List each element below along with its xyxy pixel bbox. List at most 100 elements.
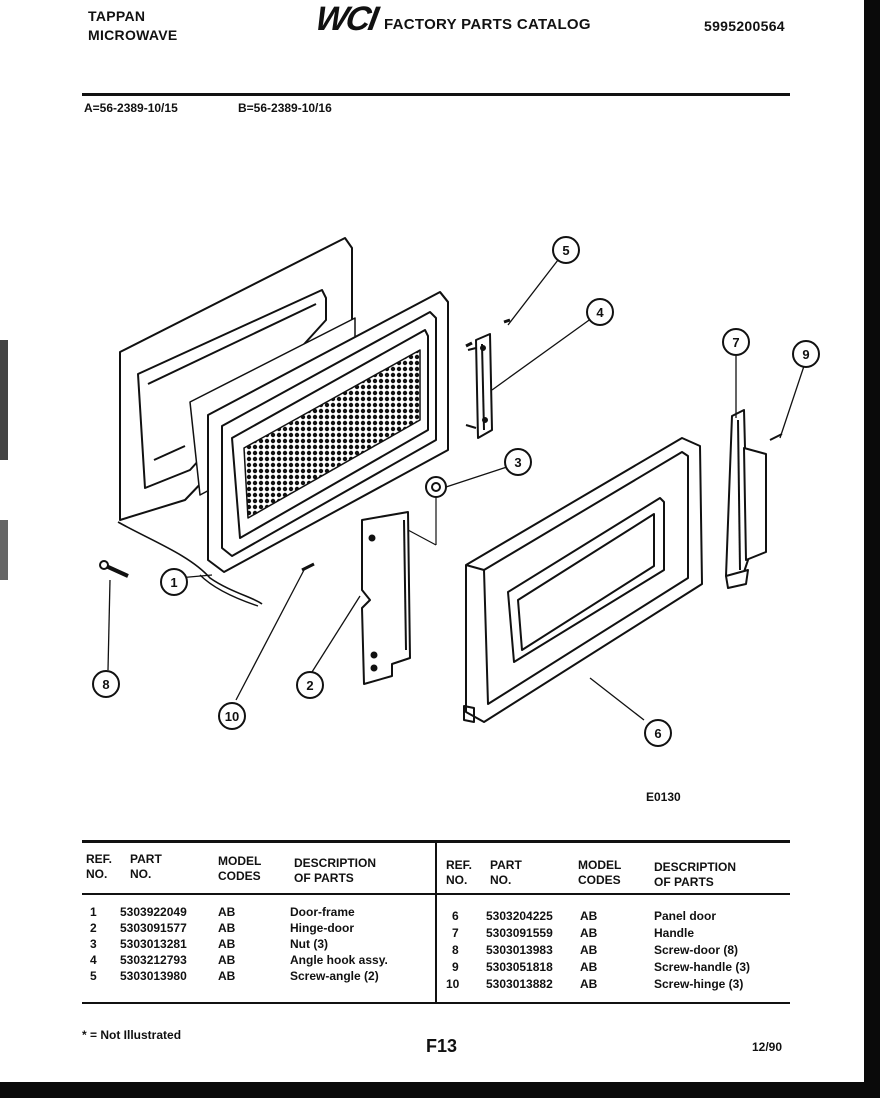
ref-cell: 7 (452, 926, 459, 940)
header-ref-no: REF.NO. (86, 852, 113, 881)
table-row: 6 5303204225 AB Panel door (446, 908, 786, 925)
table-row: 5 5303013980 AB Screw-angle (2) (86, 968, 431, 984)
desc-cell: Screw-angle (2) (290, 969, 379, 983)
callout-8: 8 (102, 677, 109, 692)
callout-5: 5 (562, 243, 569, 258)
catalog-number: 5995200564 (704, 18, 785, 34)
codes-cell: AB (218, 953, 236, 967)
table-bottom-rule (82, 1002, 790, 1004)
callout-7-circle (722, 328, 750, 356)
callout-1: 1 (170, 575, 177, 590)
desc-cell: Handle (654, 926, 695, 940)
not-illustrated-note: * = Not Illustrated (82, 1028, 182, 1042)
callout-2-circle (296, 671, 324, 699)
codes-cell: AB (580, 960, 598, 974)
codes-cell: AB (218, 905, 236, 919)
ref-cell: 5 (90, 969, 97, 983)
callout-4: 4 (596, 305, 604, 320)
codes-cell: AB (580, 977, 598, 991)
model-a-code: A=56-2389-10/15 (84, 101, 178, 115)
ref-cell: 6 (452, 909, 459, 923)
desc-cell: Hinge-door (290, 921, 354, 935)
callout-6-circle (644, 719, 672, 747)
door-seal-inner (137, 289, 327, 489)
callout-10-circle (218, 702, 246, 730)
part-cell: 5303922049 (120, 905, 187, 919)
part-cell: 5303013983 (486, 943, 553, 957)
table-column-divider (435, 843, 437, 1003)
part-cell: 5303091559 (486, 926, 553, 940)
header-rule (82, 93, 790, 96)
callout-6: 6 (654, 726, 661, 741)
table-row: 9 5303051818 AB Screw-handle (3) (446, 959, 786, 976)
ref-cell: 10 (446, 977, 460, 991)
desc-cell: Screw-hinge (3) (654, 977, 744, 991)
callout-3: 3 (514, 455, 521, 470)
hinge-door (361, 511, 411, 685)
ref-cell: 2 (90, 921, 97, 935)
table-row: 10 5303013882 AB Screw-hinge (3) (446, 976, 786, 993)
scan-edge-mark (0, 340, 8, 460)
part-cell: 5303013882 (486, 977, 553, 991)
table-top-rule (82, 840, 790, 843)
diagram-code: E0130 (646, 790, 681, 804)
page-number: F13 (426, 1036, 458, 1056)
codes-cell: AB (218, 921, 236, 935)
table-row: 7 5303091559 AB Handle (446, 925, 786, 942)
callout-4-circle (586, 298, 614, 326)
codes-cell: AB (580, 943, 598, 957)
nut (425, 476, 447, 498)
ref-cell: 8 (452, 943, 459, 957)
desc-cell: Door-frame (290, 905, 355, 919)
desc-cell: Screw-door (8) (654, 943, 739, 957)
parts-table-right: 6 5303204225 AB Panel door 7 5303091559 … (446, 908, 786, 993)
desc-cell: Angle hook assy. (290, 953, 388, 967)
callout-10: 10 (225, 709, 239, 724)
desc-cell: Screw-handle (3) (654, 960, 751, 974)
scan-right-border (864, 0, 880, 1098)
table-row: 1 5303922049 AB Door-frame (86, 904, 431, 920)
ref-cell: 9 (452, 960, 459, 974)
callout-3-circle (504, 448, 532, 476)
desc-cell: Panel door (654, 909, 717, 923)
header-ref-no: REF.NO. (446, 858, 473, 887)
brand-line-2: MICROWAVE (88, 27, 178, 43)
codes-cell: AB (580, 926, 598, 940)
codes-cell: AB (580, 909, 598, 923)
codes-cell: AB (218, 969, 236, 983)
brand-line-1: TAPPAN (88, 8, 146, 24)
table-row: 8 5303013983 AB Screw-door (8) (446, 942, 786, 959)
model-b-code: B=56-2389-10/16 (238, 101, 332, 115)
codes-cell: AB (218, 937, 236, 951)
door-mesh-screen (243, 349, 421, 519)
catalog-title: FACTORY PARTS CATALOG (384, 16, 591, 33)
table-row: 2 5303091577 AB Hinge-door (86, 920, 431, 936)
exploded-parts-diagram: 1 2 3 4 5 6 7 8 9 10 (92, 236, 820, 747)
part-cell: 5303091577 (120, 921, 187, 935)
callout-1-circle (160, 568, 188, 596)
callout-5-circle (552, 236, 580, 264)
callout-2: 2 (306, 678, 313, 693)
part-cell: 5303013980 (120, 969, 187, 983)
parts-table-left: 1 5303922049 AB Door-frame 2 5303091577 … (86, 904, 431, 984)
callout-9-circle (792, 340, 820, 368)
callout-8-circle (92, 670, 120, 698)
table-row: 3 5303013281 AB Nut (3) (86, 936, 431, 952)
part-cell: 5303013281 (120, 937, 187, 951)
angle-hook (475, 333, 493, 439)
callout-9: 9 (802, 347, 809, 362)
catalog-date: 12/90 (752, 1040, 783, 1054)
part-cell: 5303204225 (486, 909, 553, 923)
ref-cell: 4 (90, 953, 97, 967)
part-cell: 5303051818 (486, 960, 553, 974)
ref-cell: 1 (90, 905, 97, 919)
callout-7: 7 (732, 335, 739, 350)
panel-window (507, 497, 665, 663)
table-row: 4 5303212793 AB Angle hook assy. (86, 952, 431, 968)
scan-edge-mark (0, 520, 8, 580)
